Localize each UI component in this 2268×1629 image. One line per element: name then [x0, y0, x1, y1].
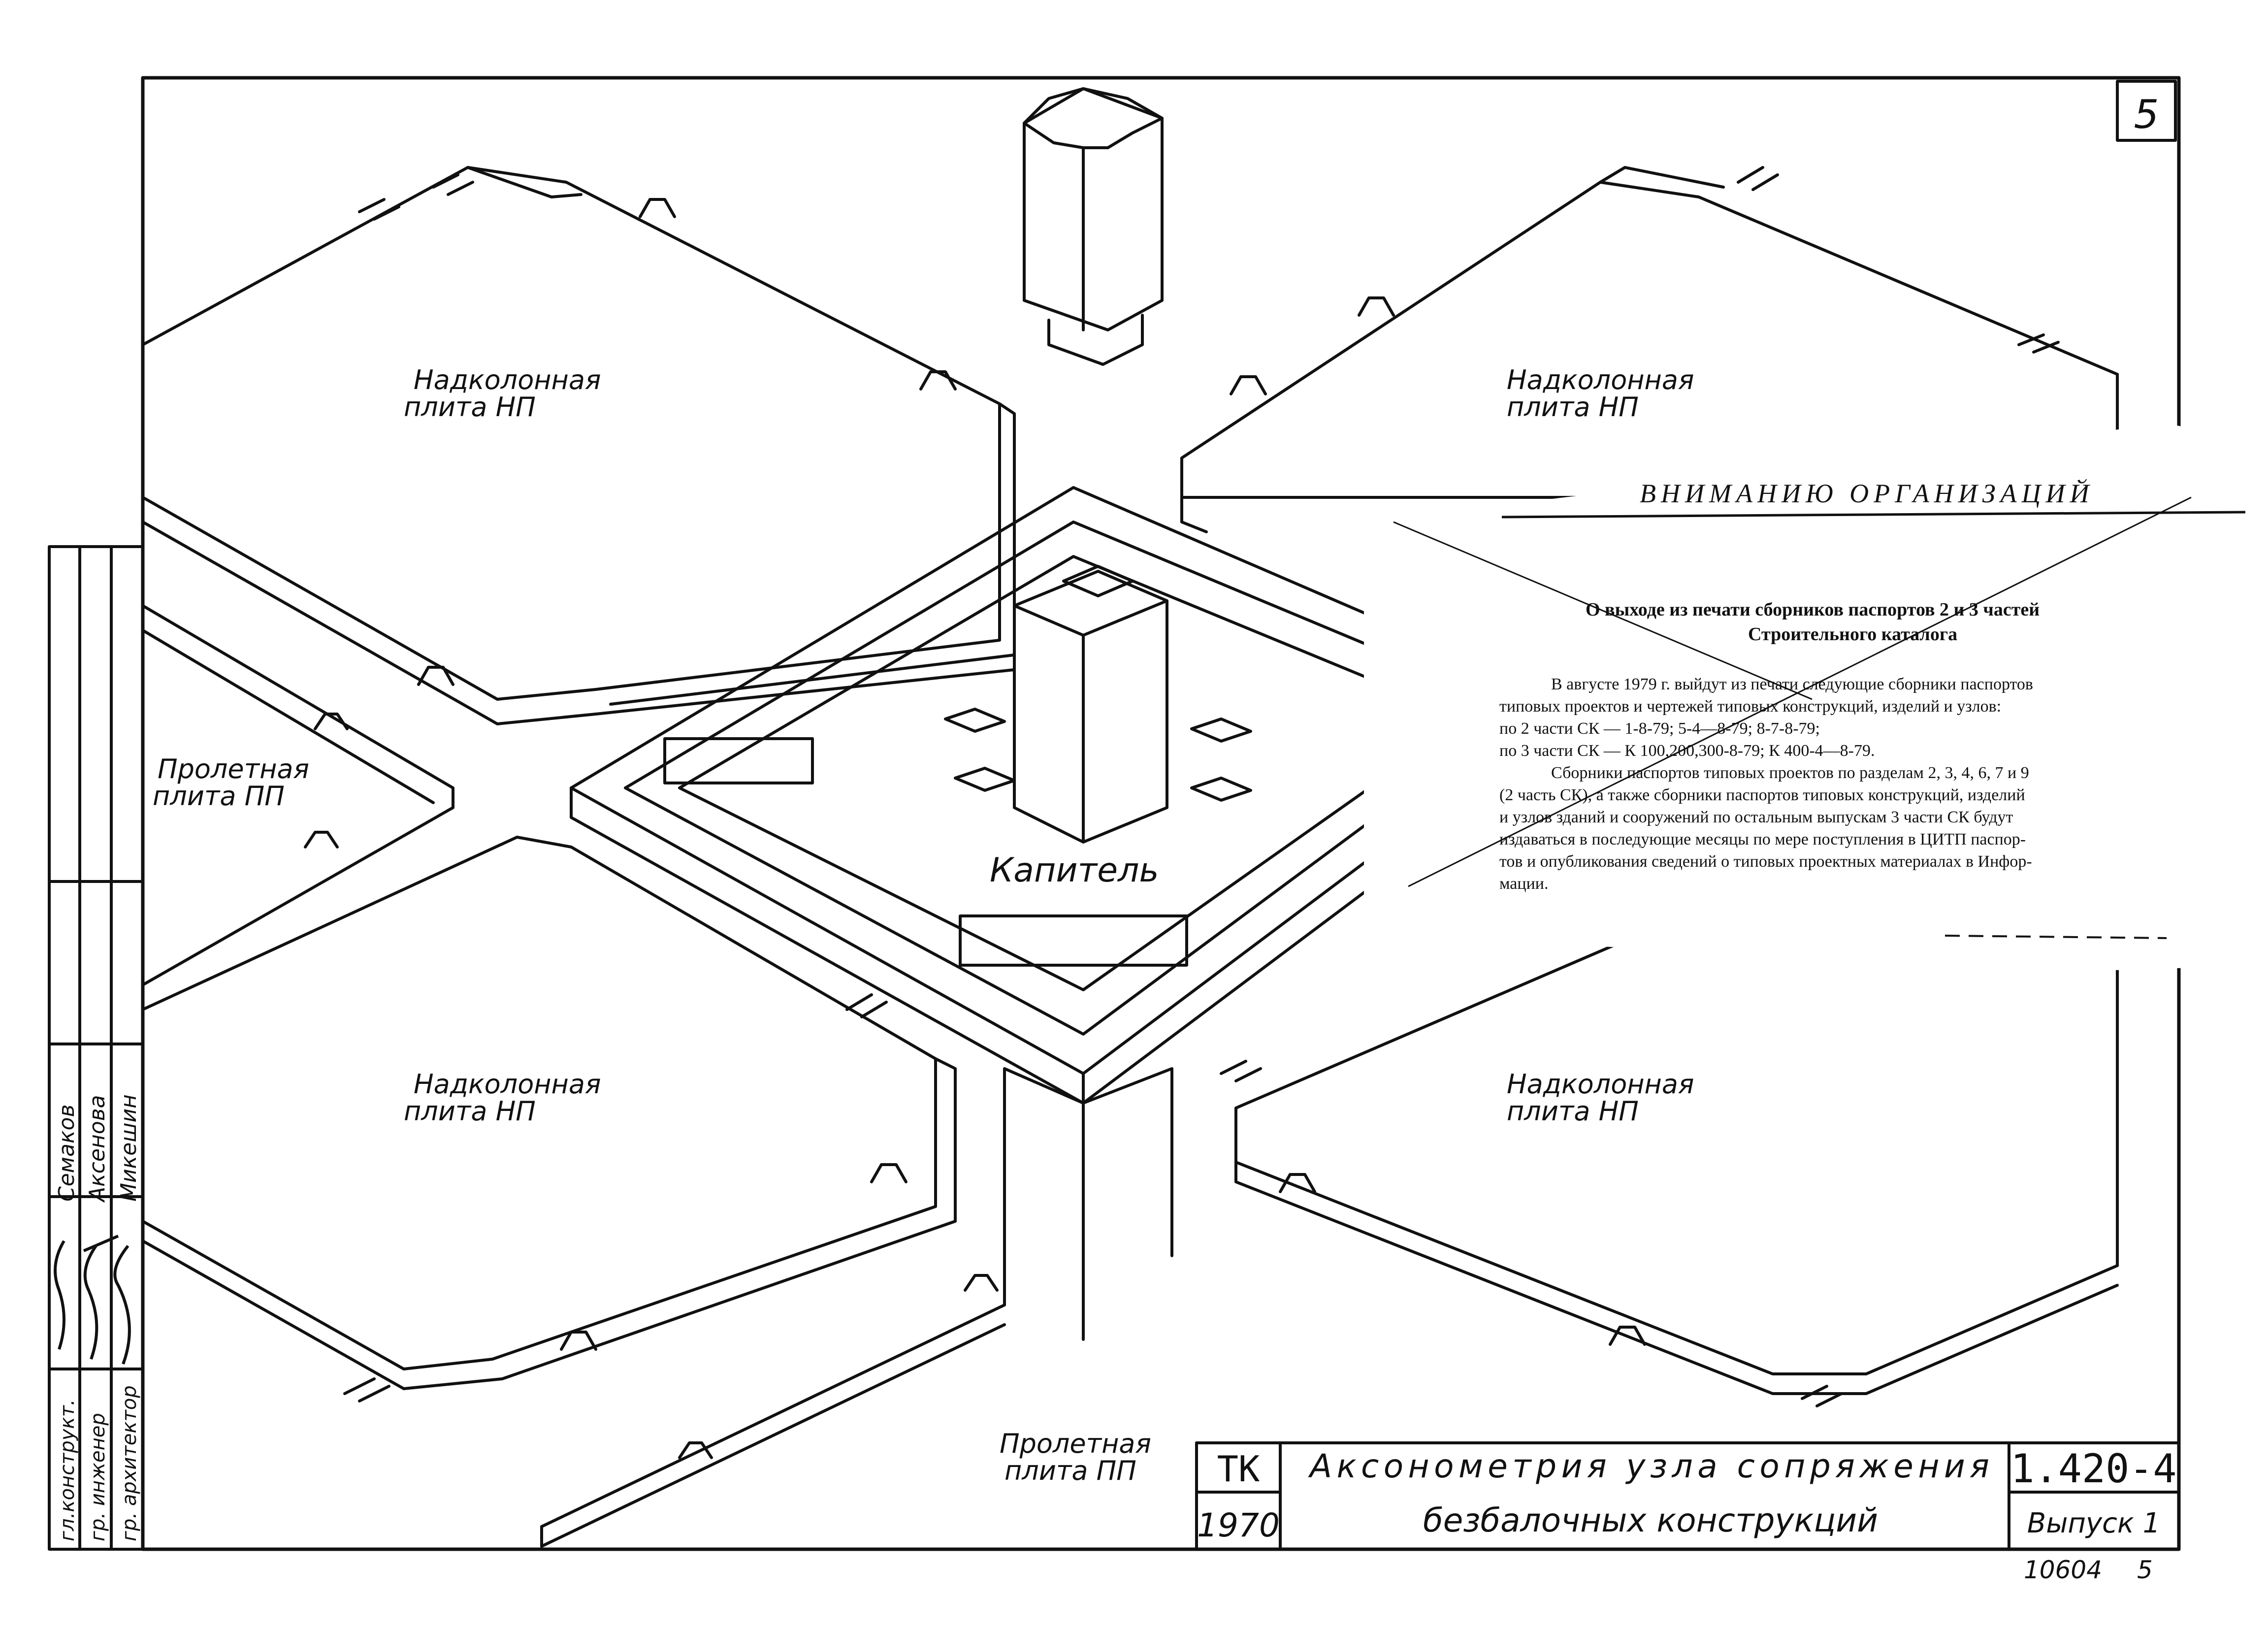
- signature-scribbles: [54, 1235, 131, 1365]
- label-capital: Капитель: [990, 851, 1159, 890]
- role-chief-designer: гл.конструкт.: [56, 1399, 79, 1541]
- notice-sheet: [1364, 424, 2268, 970]
- sheet-number: 5: [2134, 92, 2159, 137]
- label-slab-top-right-1: Надколонная: [1507, 364, 1694, 395]
- stamp-year: 1970: [1197, 1506, 1280, 1544]
- slab-bottom-left: [141, 836, 957, 1402]
- column-stub-top: [1023, 87, 1164, 366]
- label-span-bottom-2: плита ПП: [1004, 1455, 1136, 1486]
- label-slab-top-left-2: плита НП: [404, 391, 536, 423]
- notice-heading: ВНИМАНИЮ ОРГАНИЗАЦИЙ: [1640, 478, 2094, 508]
- notice-body-4: Сборники паспортов типовых проектов по р…: [1551, 764, 2029, 782]
- archive-number: 10604: [2024, 1556, 2102, 1584]
- title-block: [1195, 1441, 2180, 1551]
- label-span-left-1: Пролетная: [158, 753, 309, 784]
- title-line-2: безбалочных конструкций: [1423, 1501, 1878, 1539]
- sheet-number-box: [2116, 80, 2177, 142]
- stamp-code: ТК: [1217, 1448, 1260, 1490]
- series-code: 1.420-4: [2010, 1446, 2176, 1492]
- notice-body-3: по 3 части СК — К 100,200,300-8-79; К 40…: [1499, 742, 1875, 760]
- archive-page: 5: [2137, 1556, 2153, 1584]
- role-group-architect: гр. архитектор: [118, 1385, 141, 1541]
- notice-subtitle-2: Строительного каталога: [1748, 624, 1957, 645]
- slab-top-right: [1180, 166, 2119, 533]
- label-span-left-2: плита ПП: [153, 781, 285, 812]
- notice-body-6: и узлов зданий и сооружений по остальным…: [1499, 808, 2013, 826]
- notice-body-1: типовых проектов и чертежей типовых конс…: [1499, 697, 2001, 716]
- span-slab-left: [141, 604, 454, 986]
- label-slab-bottom-left-1: Надколонная: [414, 1069, 601, 1100]
- slab-top-left: [141, 166, 1016, 725]
- label-slab-bottom-left-2: плита НП: [404, 1096, 536, 1127]
- label-slab-top-right-2: плита НП: [1507, 391, 1639, 423]
- label-slab-bottom-right-1: Надколонная: [1507, 1069, 1694, 1100]
- label-slab-top-left-1: Надколонная: [414, 364, 601, 395]
- label-span-bottom-1: Пролетная: [1000, 1428, 1151, 1459]
- name-mikeshin: Микешин: [116, 1094, 141, 1202]
- notice-subtitle-1: О выходе из печати сборников паспортов 2…: [1586, 599, 2040, 620]
- name-semakov: Семаков: [54, 1105, 79, 1202]
- notice-body-0: В августе 1979 г. выйдут из печати следу…: [1551, 675, 2033, 693]
- issue-label: Выпуск 1: [2027, 1507, 2160, 1539]
- notice-body-2: по 2 части СК — 1-8-79; 5-4—8-79; 8-7-8-…: [1499, 719, 1820, 738]
- label-slab-bottom-right-2: плита НП: [1507, 1096, 1639, 1127]
- title-line-1: Аксонометрия узла сопряжения: [1308, 1447, 1989, 1485]
- notice-body-9: мации.: [1499, 875, 1548, 893]
- slab-bottom-right: [1220, 939, 2119, 1407]
- name-aksenova: Аксенова: [85, 1095, 110, 1203]
- notice-body-8: тов и опубликования сведений о типовых п…: [1499, 852, 2032, 871]
- role-group-engineer: гр. инженер: [87, 1413, 109, 1541]
- notice-body-7: издаваться в последующие месяцы по мере …: [1499, 830, 2026, 848]
- span-slab-bottom: [540, 1274, 1006, 1548]
- notice-body-5: (2 часть СК), а также сборники паспортов…: [1499, 786, 2025, 804]
